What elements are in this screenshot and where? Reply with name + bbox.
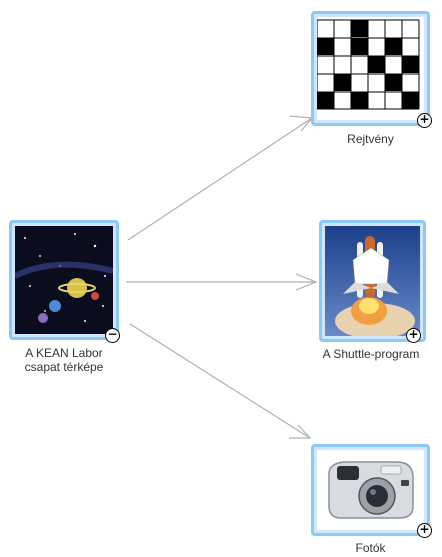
root-label-line1: A KEAN Labor	[25, 346, 103, 360]
root-label: A KEAN Labor csapat térképe	[0, 346, 128, 374]
rejtveny-label: Rejtvény	[347, 132, 394, 146]
connector-to-rejtveny	[127, 117, 313, 241]
expand-toggle[interactable]: +	[417, 113, 432, 128]
expand-toggle[interactable]: +	[417, 523, 432, 538]
arrowhead-shuttle	[295, 273, 318, 291]
space-collage-image	[15, 226, 113, 334]
shuttle-label: A Shuttle-program	[322, 347, 420, 361]
collapse-toggle[interactable]: −	[105, 328, 120, 343]
arrowhead-rejtveny	[289, 115, 314, 132]
rejtveny-thumbnail[interactable]: +	[311, 11, 432, 128]
crossword-image	[317, 17, 424, 120]
root-label-line2: csapat térképe	[24, 360, 104, 374]
connector-to-fotok	[129, 323, 311, 439]
camera-image	[317, 450, 424, 530]
shuttle-thumbnail[interactable]: +	[319, 220, 426, 343]
root-thumbnail[interactable]: −	[9, 220, 120, 343]
fotok-thumbnail[interactable]: +	[311, 444, 432, 538]
space-shuttle-image	[325, 226, 420, 336]
expand-toggle[interactable]: +	[406, 328, 421, 343]
fotok-label: Fotók	[355, 541, 386, 555]
arrowhead-fotok	[289, 424, 312, 439]
